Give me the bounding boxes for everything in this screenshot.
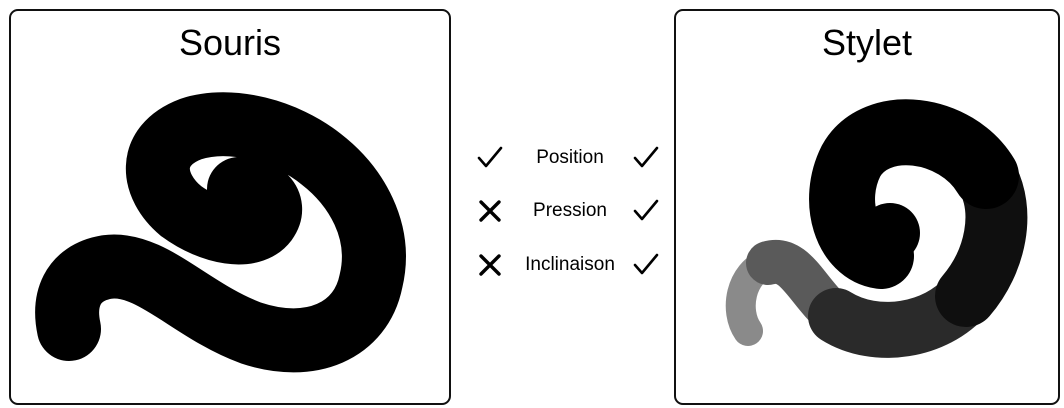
- comparison-row: Inclinaison: [470, 245, 670, 285]
- mouse-check-icon: [476, 144, 504, 172]
- comparison-label: Pression: [533, 200, 607, 221]
- comparison-label: Inclinaison: [525, 254, 615, 275]
- stylus-check-icon: [632, 144, 660, 172]
- mouse-stroke-drawing: [35, 92, 406, 373]
- stylus-check-icon: [632, 197, 660, 225]
- mouse-panel: Souris: [9, 9, 451, 405]
- comparison-row: Position: [470, 138, 670, 178]
- comparison-row: Pression: [470, 191, 670, 231]
- stylus-panel: Stylet: [674, 9, 1060, 405]
- mouse-cross-icon: [476, 251, 504, 279]
- stylus-check-icon: [632, 251, 660, 279]
- stylus-brush-stroke: [725, 99, 1028, 358]
- stylus-stroke-drawing: [725, 99, 1028, 358]
- comparison-label: Position: [536, 147, 604, 168]
- mouse-cross-icon: [476, 197, 504, 225]
- mouse-panel-title: Souris: [178, 22, 282, 63]
- mouse-brush-stroke: [35, 92, 406, 373]
- stylus-panel-title: Stylet: [821, 22, 913, 63]
